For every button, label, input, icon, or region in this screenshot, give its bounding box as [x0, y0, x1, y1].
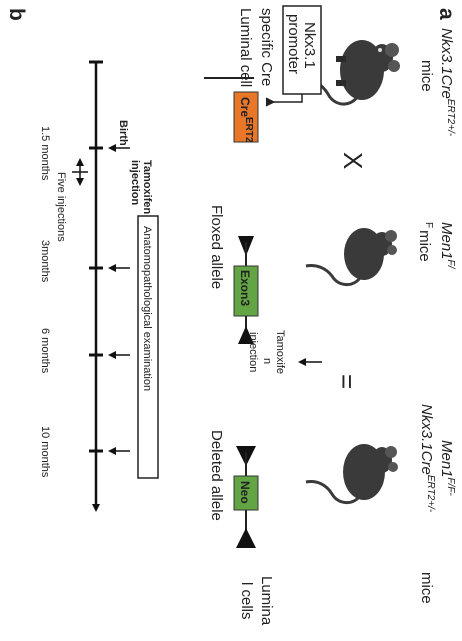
five-injections-label: Five injections [55, 172, 67, 242]
exam-box-label: Anatomopathological examination [141, 226, 153, 391]
five-injections-left-head-icon [76, 158, 84, 166]
floxed-allele-label: Floxed allele [208, 205, 225, 289]
promoter-bracket-line [266, 94, 303, 103]
exon3-label: Exon3 [238, 270, 252, 306]
exam-box [137, 215, 159, 479]
mouse1-mice-word: mice [418, 60, 435, 92]
exon3-box [233, 265, 259, 317]
mouse2-mice-word: Fmice [416, 222, 434, 262]
time-label-1-5-months: 1.5 months [39, 126, 51, 181]
neo-box [233, 475, 259, 511]
cre-box [233, 91, 259, 143]
tamoxifen-label-line1: Tamoxifen [141, 160, 153, 214]
tamoxifen-line2: n [261, 358, 273, 364]
luminal-cells-line2: l cells [238, 582, 255, 620]
mouse2-genotype: Men1F/ [438, 222, 456, 270]
promoter-line2: promoter [285, 14, 302, 74]
tamoxifen-line1: Tamoxife [274, 330, 286, 374]
promoter-arrow-icon [265, 97, 276, 107]
cre-box-label: CreERT2 [238, 97, 254, 143]
luminal-cell-text: Luminal cell [237, 8, 254, 87]
panel-b-label: b [5, 8, 28, 21]
mouse3-cre-genotype: Nkx3.1CreERT2+/- [418, 404, 436, 513]
deleted-loxp-right-icon [236, 528, 256, 548]
specific-cre-text: specific Cre [258, 8, 275, 86]
birth-label: Birth [117, 120, 129, 146]
tamoxifen-line3: injection [247, 332, 259, 372]
mouse1-genotype: Nkx3.1CreERT2+/- [438, 28, 456, 137]
mouse3-genotype: Men1F/F- [438, 440, 456, 497]
promoter-line1: Nkx3.1 [301, 22, 318, 69]
mouse2-icon [305, 228, 397, 286]
time-label-10-months: 10 months [39, 426, 51, 478]
mouse3-icon [305, 444, 398, 504]
deleted-allele-label: Deleted allele [208, 430, 225, 521]
mouse1-icon [299, 40, 400, 106]
time-label-3-months: 3months [39, 240, 51, 283]
mouse3-mice-word: mice [418, 572, 435, 604]
cross-symbol: X [338, 152, 368, 169]
neo-label: Neo [238, 481, 252, 504]
loxp-right-icon [238, 326, 254, 344]
time-label-6-months: 6 months [39, 328, 51, 374]
equals-symbol: = [332, 374, 362, 389]
panel-a-label: a [435, 8, 458, 20]
rotated-figure: a Nkx3.1CreERT2+/- mice Nkx3.1 promoter … [5, 5, 458, 626]
tamoxifen-label-line2: injection [129, 160, 141, 206]
luminal-cells-line1: Lumina [258, 576, 275, 626]
